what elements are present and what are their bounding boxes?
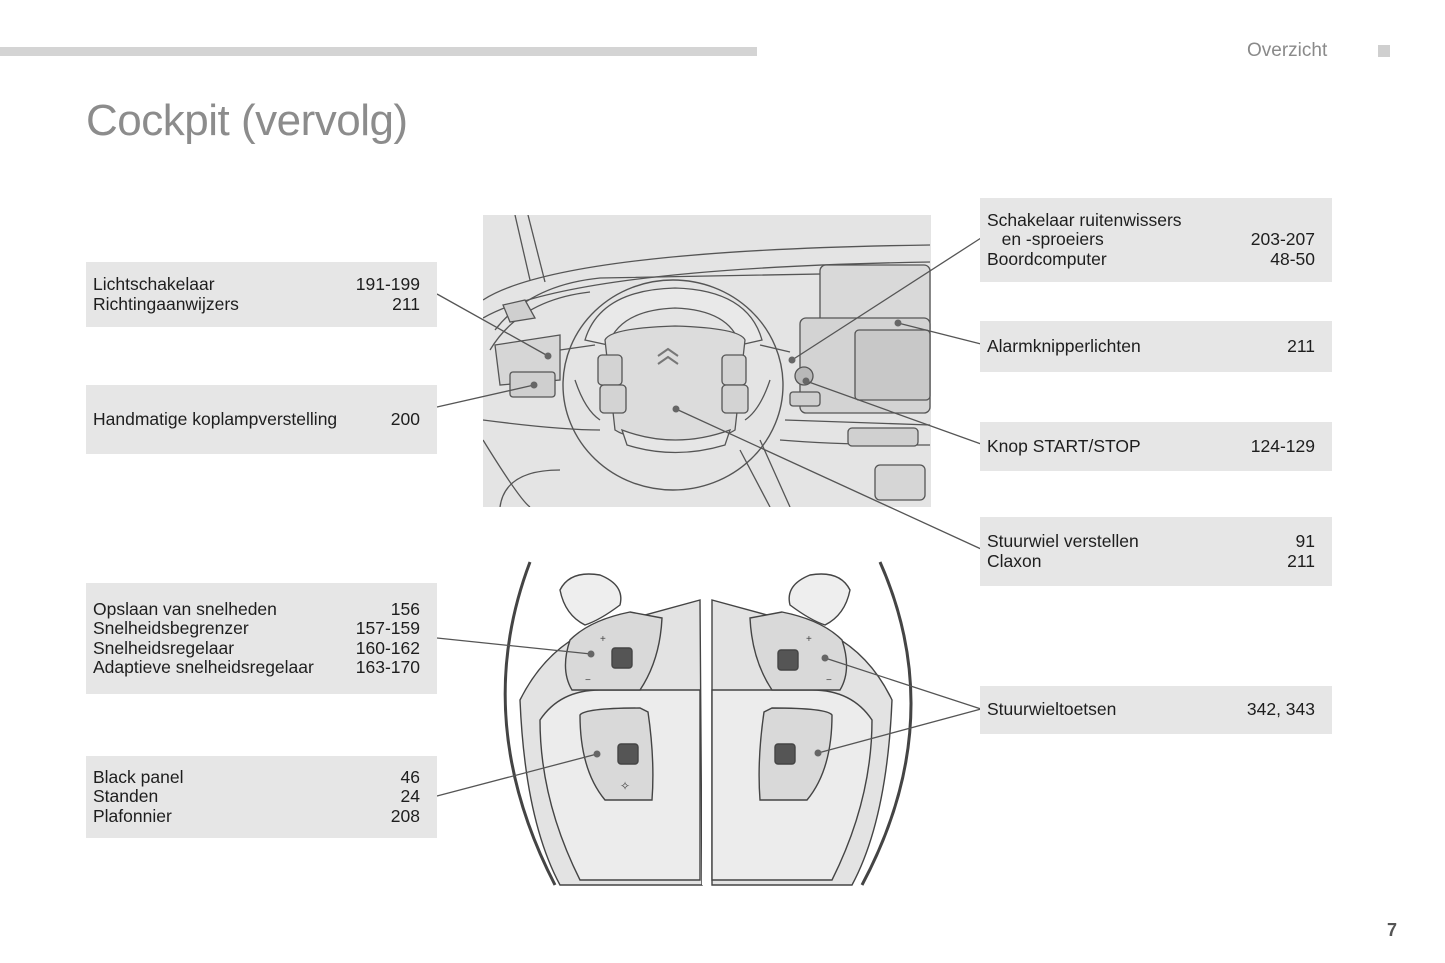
callout-row: Standen 24 [93, 787, 420, 807]
callout-row: Plafonnier 208 [93, 805, 420, 827]
callout-row: Claxon 211 [987, 550, 1315, 572]
callout-pages: 342, 343 [1246, 699, 1315, 720]
callout-label: Opslaan van snelheden [93, 598, 277, 619]
callout-dots [530, 319, 902, 758]
svg-text:−: − [585, 675, 591, 686]
callout-box-lighting: Lichtschakelaar 191-199 Richtingaanwijzer… [86, 262, 437, 327]
callout-label: Lichtschakelaar [93, 274, 215, 294]
callout-label: Snelheidsregelaar [93, 637, 235, 658]
callout-label: Plafonnier [93, 805, 172, 826]
callout-row: Lichtschakelaar 191-199 [93, 274, 420, 295]
callout-box-steering-buttons: Stuurwieltoetsen 342, 343 [980, 686, 1332, 734]
svg-text:−: − [826, 675, 832, 686]
callout-pages: 163-170 [355, 657, 420, 677]
callout-pages: 191-199 [355, 274, 420, 294]
svg-text:+: + [806, 634, 812, 645]
svg-text:+: + [600, 634, 606, 645]
callout-pages: 208 [390, 805, 420, 826]
section-marker [1378, 45, 1390, 57]
callout-row: Knop START/STOP 124-129 [987, 435, 1315, 457]
callout-label: Claxon [987, 550, 1042, 571]
callout-pages: 211 [1287, 550, 1315, 571]
callout-row: Stuurwieltoetsen 342, 343 [987, 700, 1315, 720]
callout-label: Knop START/STOP [987, 435, 1141, 456]
callout-pages: 24 [400, 786, 420, 807]
callout-box-hazard-lights: Alarmknipperlichten 211 [980, 321, 1332, 372]
callout-row: en -sproeiers 203-207 [987, 230, 1315, 250]
callout-pages: 211 [392, 293, 420, 314]
callout-row: Snelheidsregelaar 160-162 [93, 637, 420, 659]
callout-label: Handmatige koplampverstelling [93, 408, 338, 429]
callout-row: Snelheidsbegrenzer 157-159 [93, 618, 420, 639]
callout-pages: 124-129 [1250, 435, 1315, 456]
callout-row: Alarmknipperlichten 211 [987, 335, 1315, 357]
page-title: Cockpit (vervolg) [86, 96, 408, 145]
page-number: 7 [1387, 920, 1398, 940]
callout-pages: 160-162 [355, 637, 420, 658]
callout-box-wipers: Schakelaar ruitenwissers en -sproeiers 20… [980, 198, 1332, 282]
callout-label: Standen [93, 786, 159, 807]
callout-pages: 157-159 [355, 618, 420, 638]
callout-label: Black panel [93, 766, 184, 787]
callout-row: Schakelaar ruitenwissers [987, 209, 1315, 231]
callout-box-steering-adjust: Stuurwiel verstellen 91 Claxon 211 [980, 517, 1332, 586]
header-bar [0, 47, 757, 56]
callout-row: Adaptieve snelheidsregelaar 163-170 [93, 657, 420, 678]
callout-pages: 46 [400, 766, 420, 787]
callout-box-start-stop: Knop START/STOP 124-129 [980, 422, 1332, 471]
callout-label: Stuurwiel verstellen [987, 531, 1139, 551]
callout-label: Alarmknipperlichten [987, 335, 1141, 356]
callout-label: Stuurwieltoetsen [987, 699, 1117, 720]
callout-pages: 203-207 [1250, 229, 1315, 250]
callout-box-black-panel: Black panel 46 Standen 24 Plafonnier 208 [86, 756, 437, 838]
callout-row: Handmatige koplampverstelling 200 [93, 408, 420, 430]
callout-row: Richtingaanwijzers 211 [93, 293, 420, 315]
callout-label: Schakelaar ruitenwissers [987, 209, 1182, 230]
callout-label: Richtingaanwijzers [93, 293, 239, 314]
callout-box-headlamp-adjust: Handmatige koplampverstelling 200 [86, 385, 437, 454]
callout-label: Adaptieve snelheidsregelaar [93, 657, 314, 677]
callout-pages: 200 [390, 408, 420, 429]
callout-row: Stuurwiel verstellen 91 [987, 531, 1315, 552]
dashboard-illustration [483, 215, 931, 507]
section-title: Overzicht [1247, 40, 1328, 61]
callout-row: Black panel 46 [93, 766, 420, 788]
callout-box-speed-control: Opslaan van snelheden 156 Snelheidsbegren… [86, 583, 437, 694]
callout-pages: 91 [1295, 531, 1315, 551]
callout-pages: 156 [390, 598, 420, 619]
callout-pages: 211 [1287, 335, 1315, 356]
callout-lines [436, 237, 982, 797]
svg-text:✧: ✧ [620, 779, 630, 793]
callout-pages: 48-50 [1270, 248, 1315, 269]
callout-row: Opslaan van snelheden 156 [93, 598, 420, 620]
callout-label: en -sproeiers [987, 229, 1104, 250]
steering-controls-illustration: + − ✧ + − [483, 520, 931, 905]
callout-label: Boordcomputer [987, 248, 1107, 269]
callout-label: Snelheidsbegrenzer [93, 618, 249, 638]
callout-row: Boordcomputer 48-50 [987, 248, 1315, 270]
